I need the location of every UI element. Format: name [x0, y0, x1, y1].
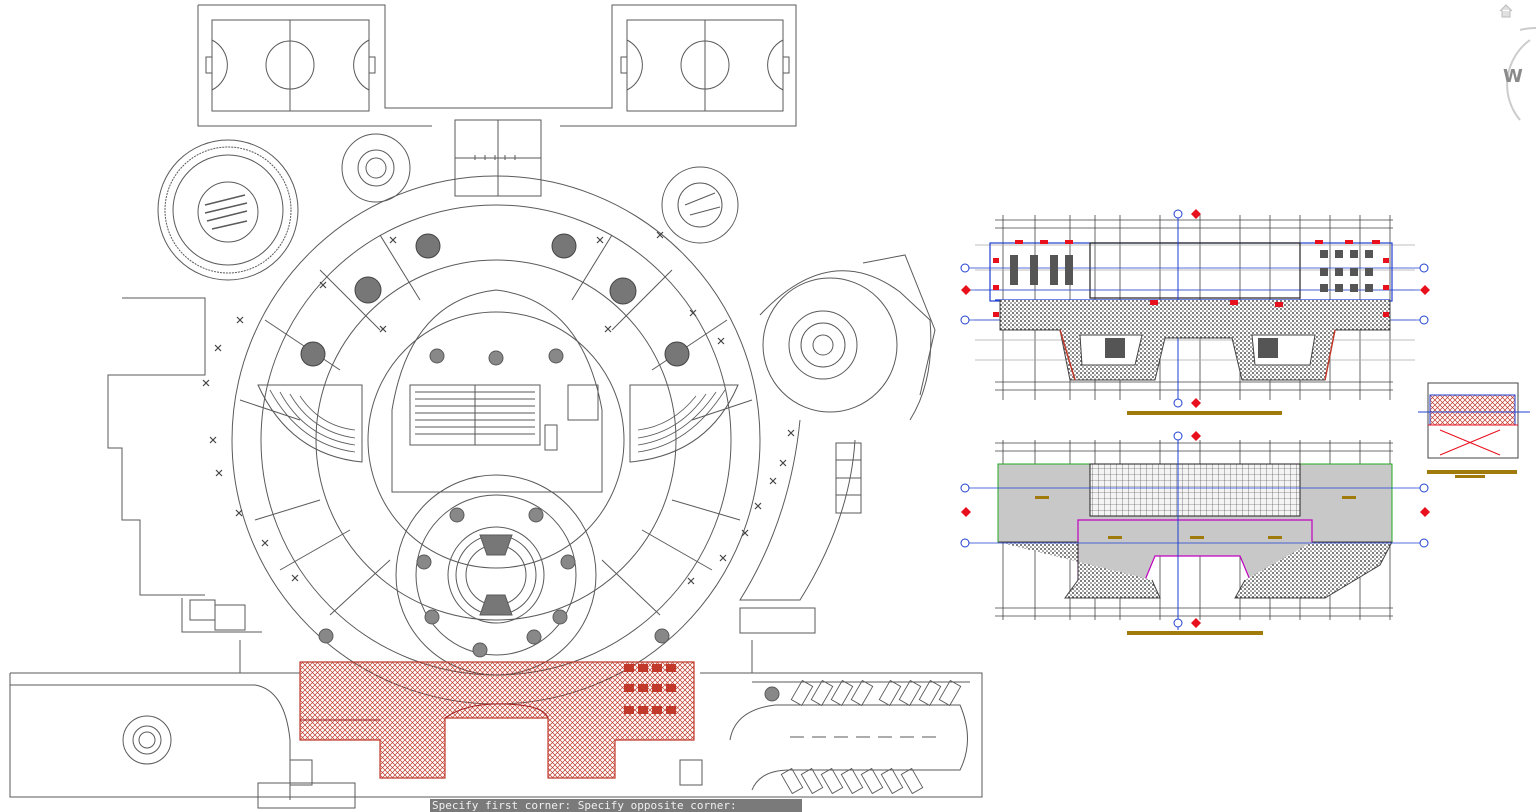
hall-right — [629, 384, 739, 463]
viewcube-direction-label[interactable]: W — [1503, 66, 1523, 87]
floor-plan-lower — [960, 431, 1430, 635]
roundabout — [122, 715, 172, 765]
command-line[interactable]: Specify first corner: Specify opposite c… — [430, 799, 802, 812]
floor-plan-upper — [960, 209, 1430, 415]
home-icon[interactable] — [1498, 3, 1514, 19]
amphitheatre-top — [157, 139, 299, 281]
auditorium — [391, 289, 603, 493]
selected-admin-block[interactable] — [299, 661, 695, 779]
site-plan — [9, 4, 983, 809]
plaza-rotunda — [395, 474, 597, 676]
detail-plan — [1418, 382, 1530, 478]
main-ring-outer — [231, 175, 761, 705]
sports-area-outline — [197, 4, 797, 127]
hall-left — [257, 384, 363, 463]
